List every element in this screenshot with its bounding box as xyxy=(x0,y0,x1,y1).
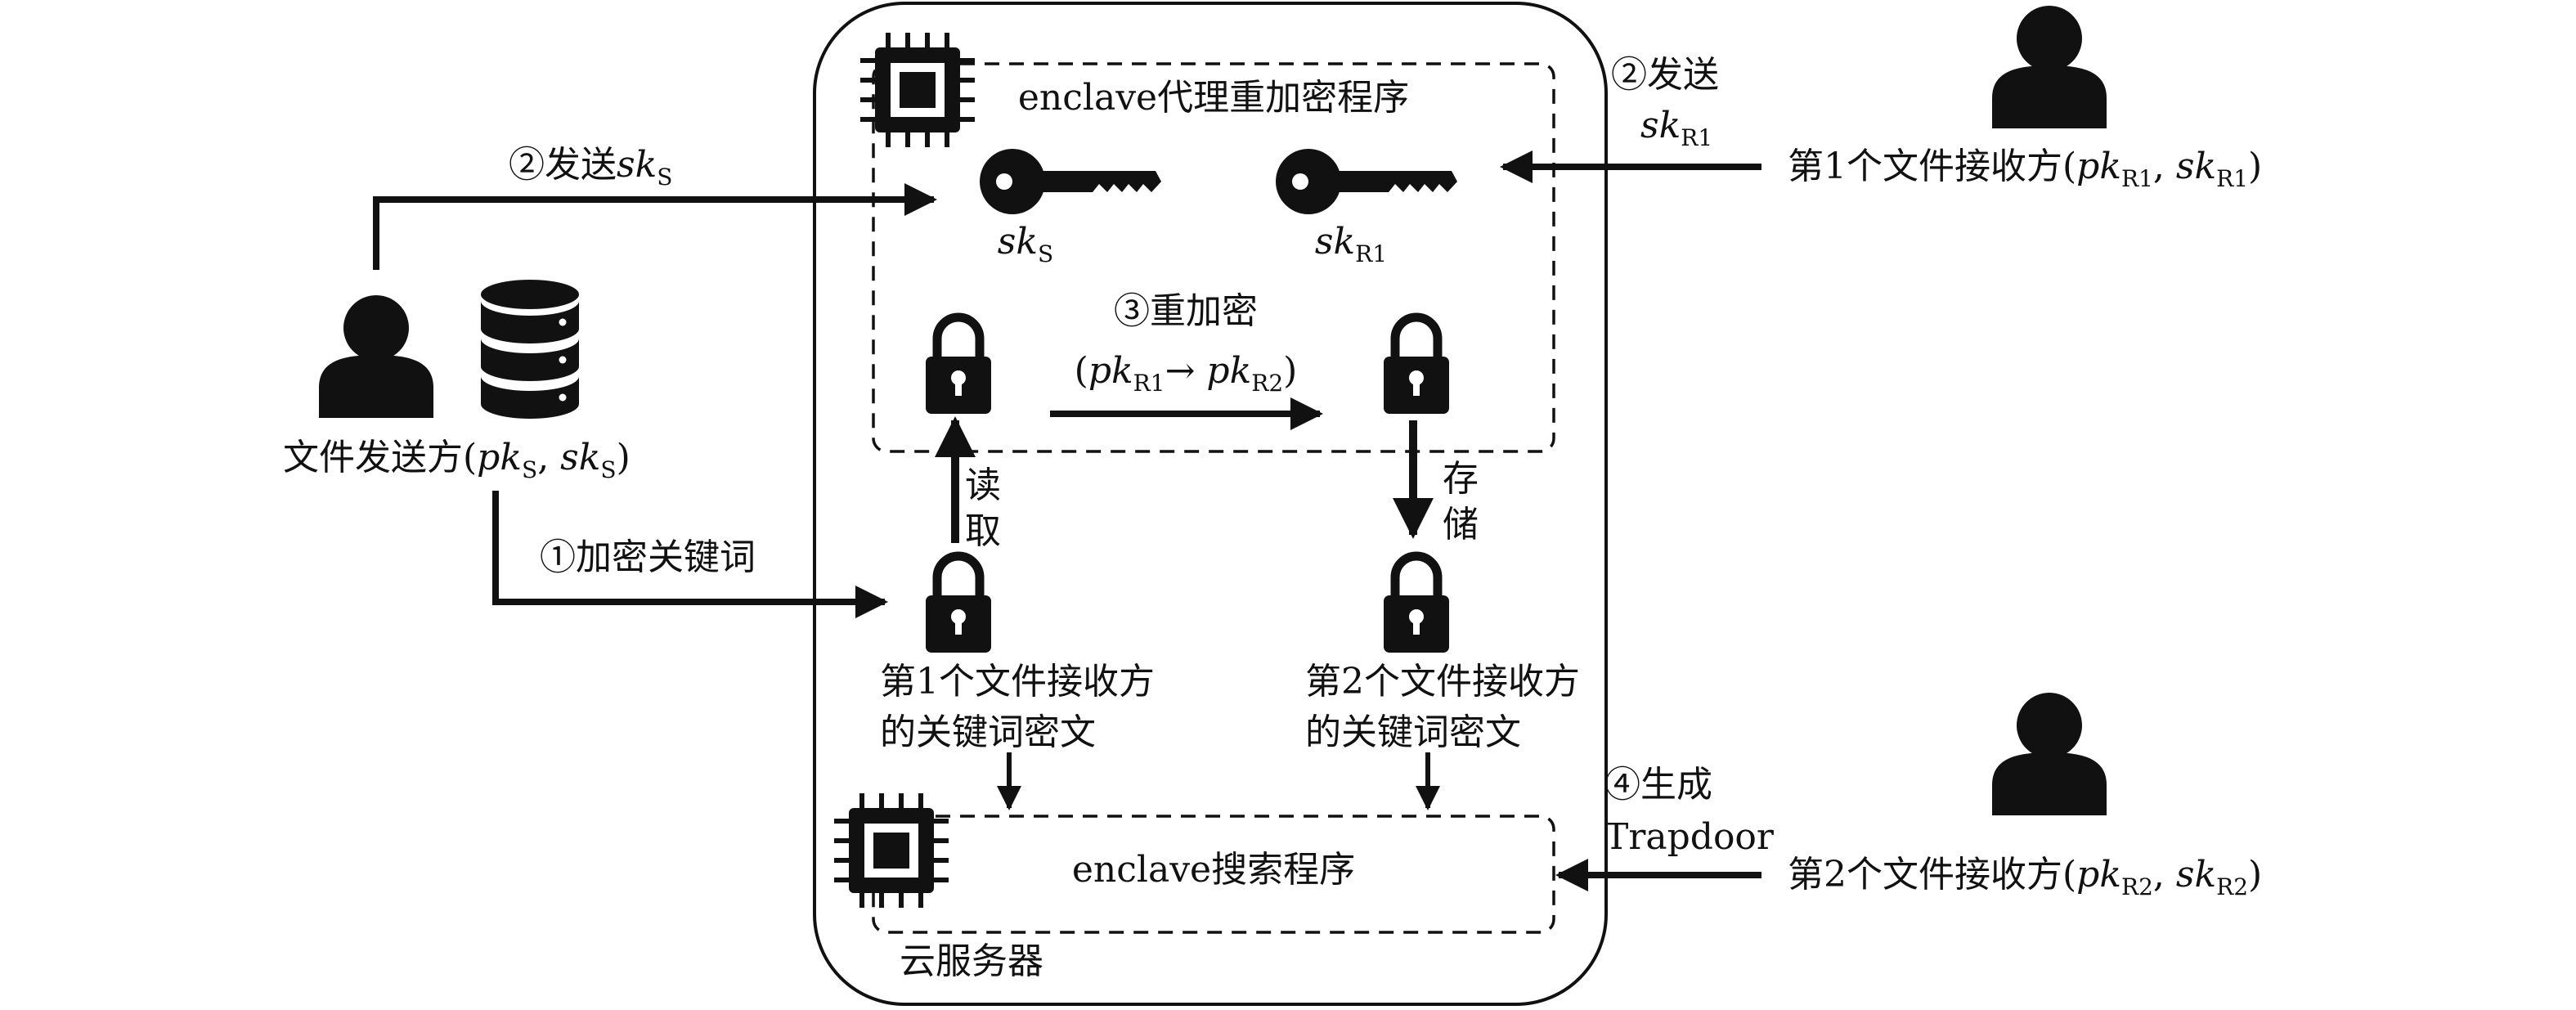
receiver2-label: 第2个文件接收方(pkR2, skR2) xyxy=(1788,854,2262,900)
key-label-sk-r1: skR1 xyxy=(1315,221,1387,267)
sender-send-key-arrow xyxy=(373,183,937,270)
sender-person-icon xyxy=(319,295,433,418)
ciphertext1-caption-line1: 第1个文件接收方 xyxy=(880,661,1155,703)
step3-keys: (pkR1→ pkR2) xyxy=(1075,350,1298,397)
search-enclave-chip-icon xyxy=(834,793,949,908)
search-enclave-title: enclave搜索程序 xyxy=(1072,849,1355,891)
read-label-2: 取 xyxy=(965,510,1001,552)
cloud-server-box xyxy=(813,2,1608,1006)
step2-receiver-title: ②发送 xyxy=(1611,54,1719,96)
sender-database-icon xyxy=(481,280,579,419)
ciphertext1-lock-icon xyxy=(926,556,991,653)
receiver1-person-icon xyxy=(1992,6,2107,128)
step2-receiver-key: skR1 xyxy=(1640,105,1712,151)
ciphertext2-lock-icon xyxy=(1384,556,1449,653)
proxy-enclave-box xyxy=(872,62,1555,453)
read-label-1: 读 xyxy=(965,465,1001,506)
step3-title: ③重加密 xyxy=(1114,290,1258,332)
step1-label: ①加密关键词 xyxy=(540,536,756,578)
sender-secret-key-icon xyxy=(980,149,1161,214)
ciphertext1-caption-line2: 的关键词密文 xyxy=(880,711,1096,753)
ciphertext2-caption-line1: 第2个文件接收方 xyxy=(1305,661,1580,703)
cloud-server-label: 云服务器 xyxy=(900,940,1043,982)
enclave-lock-right-icon xyxy=(1384,317,1449,414)
encrypt-keyword-arrow xyxy=(492,491,888,618)
step4-line2: Trapdoor xyxy=(1604,816,1775,858)
store-label-1: 存 xyxy=(1443,458,1479,500)
enclave-lock-left-icon xyxy=(926,317,991,414)
receiver2-person-icon xyxy=(1992,693,2107,815)
key-label-sk-s: skS xyxy=(998,221,1053,267)
receiver1-label: 第1个文件接收方(pkR1, skR1) xyxy=(1788,146,2262,192)
step4-line1: ④生成 xyxy=(1604,764,1712,806)
step2-sender-label: ②发送skS xyxy=(509,144,672,191)
store-label-2: 储 xyxy=(1443,504,1479,545)
receiver1-secret-key-icon xyxy=(1276,149,1457,214)
sender-label: 文件发送方(pkS, skS) xyxy=(283,437,631,483)
ciphertext2-caption-line2: 的关键词密文 xyxy=(1305,711,1521,753)
proxy-enclave-title: enclave代理重加密程序 xyxy=(1018,77,1409,119)
proxy-enclave-chip-icon xyxy=(860,33,975,147)
